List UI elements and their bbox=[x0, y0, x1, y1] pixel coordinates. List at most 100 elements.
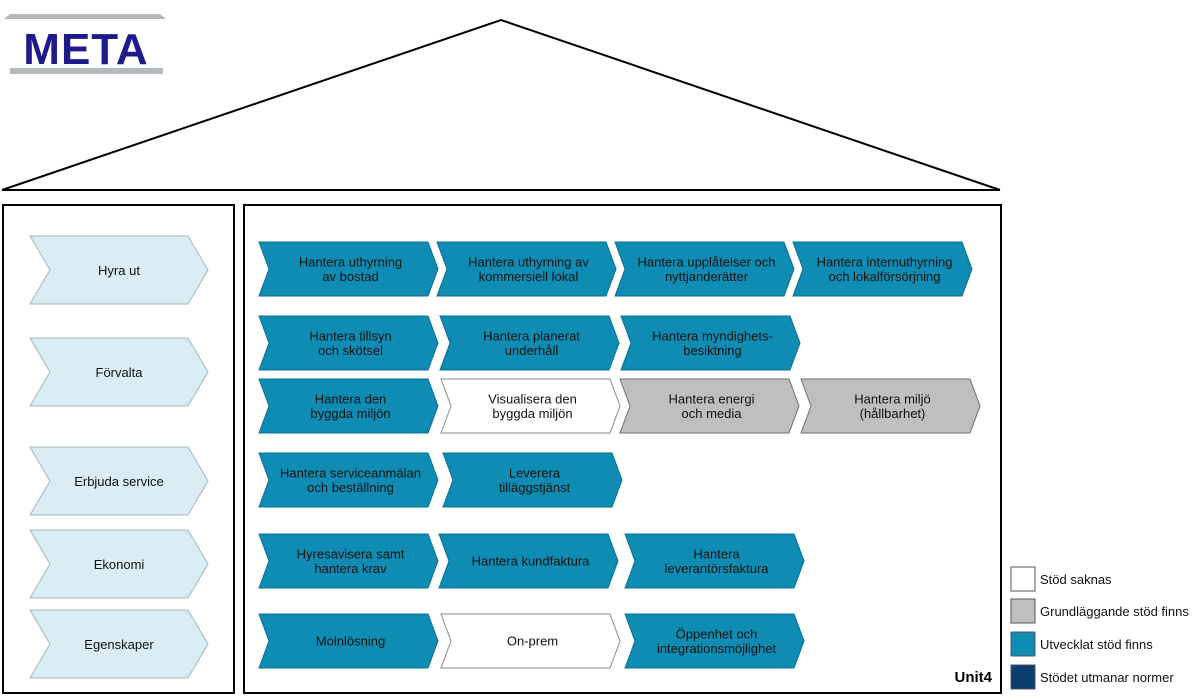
process-label: tilläggstjänst bbox=[499, 480, 571, 495]
process-shape bbox=[436, 241, 617, 297]
process-label: Visualisera den bbox=[488, 391, 577, 406]
process-label: integrationsmöjlighet bbox=[657, 641, 777, 656]
legend-label: Stöd saknas bbox=[1040, 572, 1112, 587]
process-label: (hållbarhet) bbox=[860, 406, 926, 421]
category-shape bbox=[29, 337, 209, 407]
legend-label: Utvecklat stöd finns bbox=[1040, 637, 1153, 652]
legend-item: Stöd saknas bbox=[1010, 566, 1112, 592]
process-label: Hantera uthyrning bbox=[299, 254, 402, 269]
legend-item: Grundläggande stöd finns bbox=[1010, 598, 1189, 624]
process-shape bbox=[258, 613, 439, 669]
process-shape bbox=[619, 378, 800, 434]
process-label: Hantera bbox=[693, 546, 740, 561]
process-label: byggda miljön bbox=[492, 406, 572, 421]
category-shape bbox=[29, 235, 209, 305]
process-label: Hantera uthyrning av bbox=[468, 254, 589, 269]
process-label: nyttjanderätter bbox=[665, 269, 749, 284]
process-label: Hantera den bbox=[315, 391, 387, 406]
legend-swatch bbox=[1010, 598, 1036, 624]
process-label: av bostad bbox=[322, 269, 378, 284]
process-label: Hyresavisera samt bbox=[297, 546, 405, 561]
process-label: Hantera internuthyrning bbox=[817, 254, 953, 269]
process-shape bbox=[800, 378, 981, 434]
process-shape bbox=[438, 533, 619, 589]
process-label: och media bbox=[682, 406, 743, 421]
process-label: Hantera upplåtelser och bbox=[637, 254, 775, 269]
process-label: Molnlösning bbox=[316, 634, 385, 649]
process-label: Hantera kundfaktura bbox=[472, 554, 591, 569]
process-label: och skötsel bbox=[318, 343, 383, 358]
process-chevron: Hantera kundfaktura bbox=[438, 533, 619, 589]
process-label: och lokalförsörjning bbox=[828, 269, 940, 284]
meta-logo: META bbox=[4, 14, 166, 74]
logo-roof-bar bbox=[4, 14, 166, 19]
category-shape bbox=[29, 609, 209, 679]
process-label: besiktning bbox=[683, 343, 742, 358]
process-label: Leverera bbox=[509, 465, 561, 480]
process-shape bbox=[258, 241, 439, 297]
logo-text: META bbox=[23, 25, 148, 74]
category-chevron: Ekonomi bbox=[29, 529, 209, 599]
process-frame bbox=[243, 204, 1002, 694]
process-label: On-prem bbox=[507, 634, 558, 649]
process-label: Hantera tillsyn bbox=[309, 328, 391, 343]
process-shape bbox=[440, 613, 621, 669]
process-shape bbox=[792, 241, 973, 297]
process-label: Hantera serviceanmälan bbox=[280, 465, 421, 480]
legend-item: Stödet utmanar normer bbox=[1010, 664, 1174, 690]
category-label: Egenskaper bbox=[84, 637, 154, 652]
category-shape bbox=[29, 446, 209, 516]
category-label: Hyra ut bbox=[98, 263, 140, 278]
process-chevron: Molnlösning bbox=[258, 613, 439, 669]
process-label: Hantera myndighets- bbox=[652, 328, 773, 343]
legend-swatch bbox=[1010, 664, 1036, 690]
process-shape bbox=[614, 241, 795, 297]
legend-swatch bbox=[1010, 631, 1036, 657]
process-shape bbox=[258, 315, 439, 371]
category-frame bbox=[2, 204, 235, 694]
process-shape bbox=[624, 613, 805, 669]
category-chevron: Hyra ut bbox=[29, 235, 209, 305]
process-label: Hantera energi bbox=[669, 391, 755, 406]
legend-item: Utvecklat stöd finns bbox=[1010, 631, 1153, 657]
process-shape bbox=[439, 315, 620, 371]
process-label: hantera krav bbox=[314, 561, 387, 576]
process-label: leverantörsfaktura bbox=[664, 561, 769, 576]
house-roof bbox=[1, 18, 1001, 191]
process-label: byggda miljön bbox=[310, 406, 390, 421]
process-label: Hantera planerat bbox=[483, 328, 580, 343]
process-label: Öppenhet och bbox=[676, 626, 758, 641]
process-label: och beställning bbox=[307, 480, 394, 495]
process-shape bbox=[258, 452, 439, 508]
legend-swatch bbox=[1010, 566, 1036, 592]
process-label: underhåll bbox=[505, 343, 559, 358]
process-chevron: Hantera miljö(hållbarhet) bbox=[800, 378, 981, 434]
legend-label: Grundläggande stöd finns bbox=[1040, 604, 1189, 619]
category-shape bbox=[29, 529, 209, 599]
process-label: Hantera miljö bbox=[854, 391, 931, 406]
category-chevron: Egenskaper bbox=[29, 609, 209, 679]
category-chevron: Erbjuda service bbox=[29, 446, 209, 516]
category-label: Förvalta bbox=[96, 365, 144, 380]
process-shape bbox=[624, 533, 805, 589]
vendor-label: Unit4 bbox=[955, 669, 993, 686]
process-chevron: Hantera myndighets-besiktning bbox=[620, 315, 801, 371]
process-label: kommersiell lokal bbox=[479, 269, 579, 284]
